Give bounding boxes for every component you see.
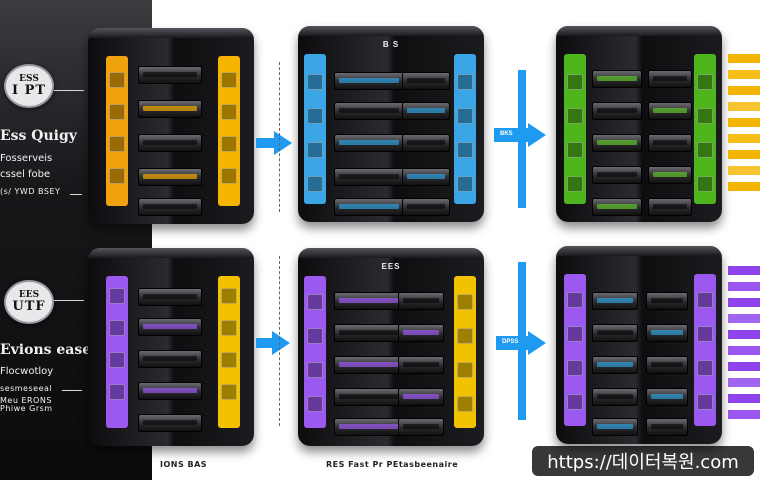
server-rack-row1-3 bbox=[556, 26, 722, 222]
top-label-4: (s/ YWD BSEY bbox=[0, 187, 61, 196]
right-arrow-icon bbox=[274, 131, 292, 155]
right-arrow-icon bbox=[528, 123, 546, 147]
divider-line bbox=[279, 62, 280, 212]
connector-line bbox=[54, 90, 84, 91]
rack-side-panel bbox=[564, 274, 586, 426]
rack-side-panel bbox=[454, 54, 476, 204]
bottom-label-2: Flocwotloy bbox=[0, 366, 54, 377]
caption-left: IONS BAS bbox=[160, 460, 208, 469]
bottom-label-3: sesmeseeal bbox=[0, 384, 53, 393]
arrow-label: DPSS bbox=[502, 339, 519, 345]
caption-middle: RES Fast Pr PEtasbeenaire bbox=[326, 460, 459, 469]
top-label-1: Ess Quigy bbox=[0, 128, 77, 144]
right-arrow-icon bbox=[272, 331, 290, 355]
output-stripes-purple bbox=[728, 266, 760, 426]
top-badge-line2: I PT bbox=[11, 83, 47, 98]
right-arrow-icon bbox=[528, 331, 546, 355]
connector-line bbox=[62, 390, 82, 391]
bottom-badge-line1: EES bbox=[18, 290, 40, 300]
server-rack-row1-2: B S bbox=[298, 26, 484, 222]
bottom-label-1: Evions ease bbox=[0, 342, 92, 358]
bottom-badge-line2: UTF bbox=[12, 299, 46, 314]
arrow-shaft bbox=[496, 336, 530, 350]
arrow-shaft bbox=[494, 128, 530, 142]
bottom-label-4: Meu ERONS bbox=[0, 396, 52, 405]
rack-side-panel bbox=[564, 54, 586, 204]
watermark-url-label[interactable]: https://데이터복원.com bbox=[532, 446, 754, 476]
arrow-label: BKS bbox=[500, 131, 513, 137]
connector-line bbox=[70, 194, 82, 195]
rack-side-panel bbox=[304, 54, 326, 204]
server-rack-row1-1 bbox=[88, 28, 254, 224]
rack-side-panel bbox=[694, 274, 716, 426]
top-badge-line1: ESS bbox=[19, 74, 39, 84]
bottom-badge-icon: EES UTF bbox=[4, 280, 54, 324]
top-badge-icon: ESS I PT bbox=[4, 64, 54, 108]
rack-side-panel bbox=[218, 56, 240, 206]
server-rack-row2-1 bbox=[88, 248, 254, 446]
rack-side-panel bbox=[106, 56, 128, 206]
rack-side-panel bbox=[304, 276, 326, 428]
server-rack-row2-2: EES bbox=[298, 248, 484, 446]
server-rack-row2-3 bbox=[556, 246, 722, 444]
rack-side-panel bbox=[218, 276, 240, 428]
rack-side-panel bbox=[694, 54, 716, 204]
connector-line bbox=[54, 300, 84, 301]
rack-side-panel bbox=[106, 276, 128, 428]
rack-side-panel bbox=[454, 276, 476, 428]
arrow-shaft bbox=[256, 338, 274, 348]
rack-header: EES bbox=[381, 262, 401, 271]
top-label-3: cssel fobe bbox=[0, 169, 51, 180]
divider-line bbox=[279, 256, 280, 426]
bottom-label-5: Phiwe Grsm bbox=[0, 404, 53, 413]
rack-header: B S bbox=[382, 40, 400, 49]
output-stripes-yellow bbox=[728, 54, 760, 204]
top-label-2: Fosserveis bbox=[0, 153, 53, 164]
arrow-shaft bbox=[256, 138, 276, 148]
